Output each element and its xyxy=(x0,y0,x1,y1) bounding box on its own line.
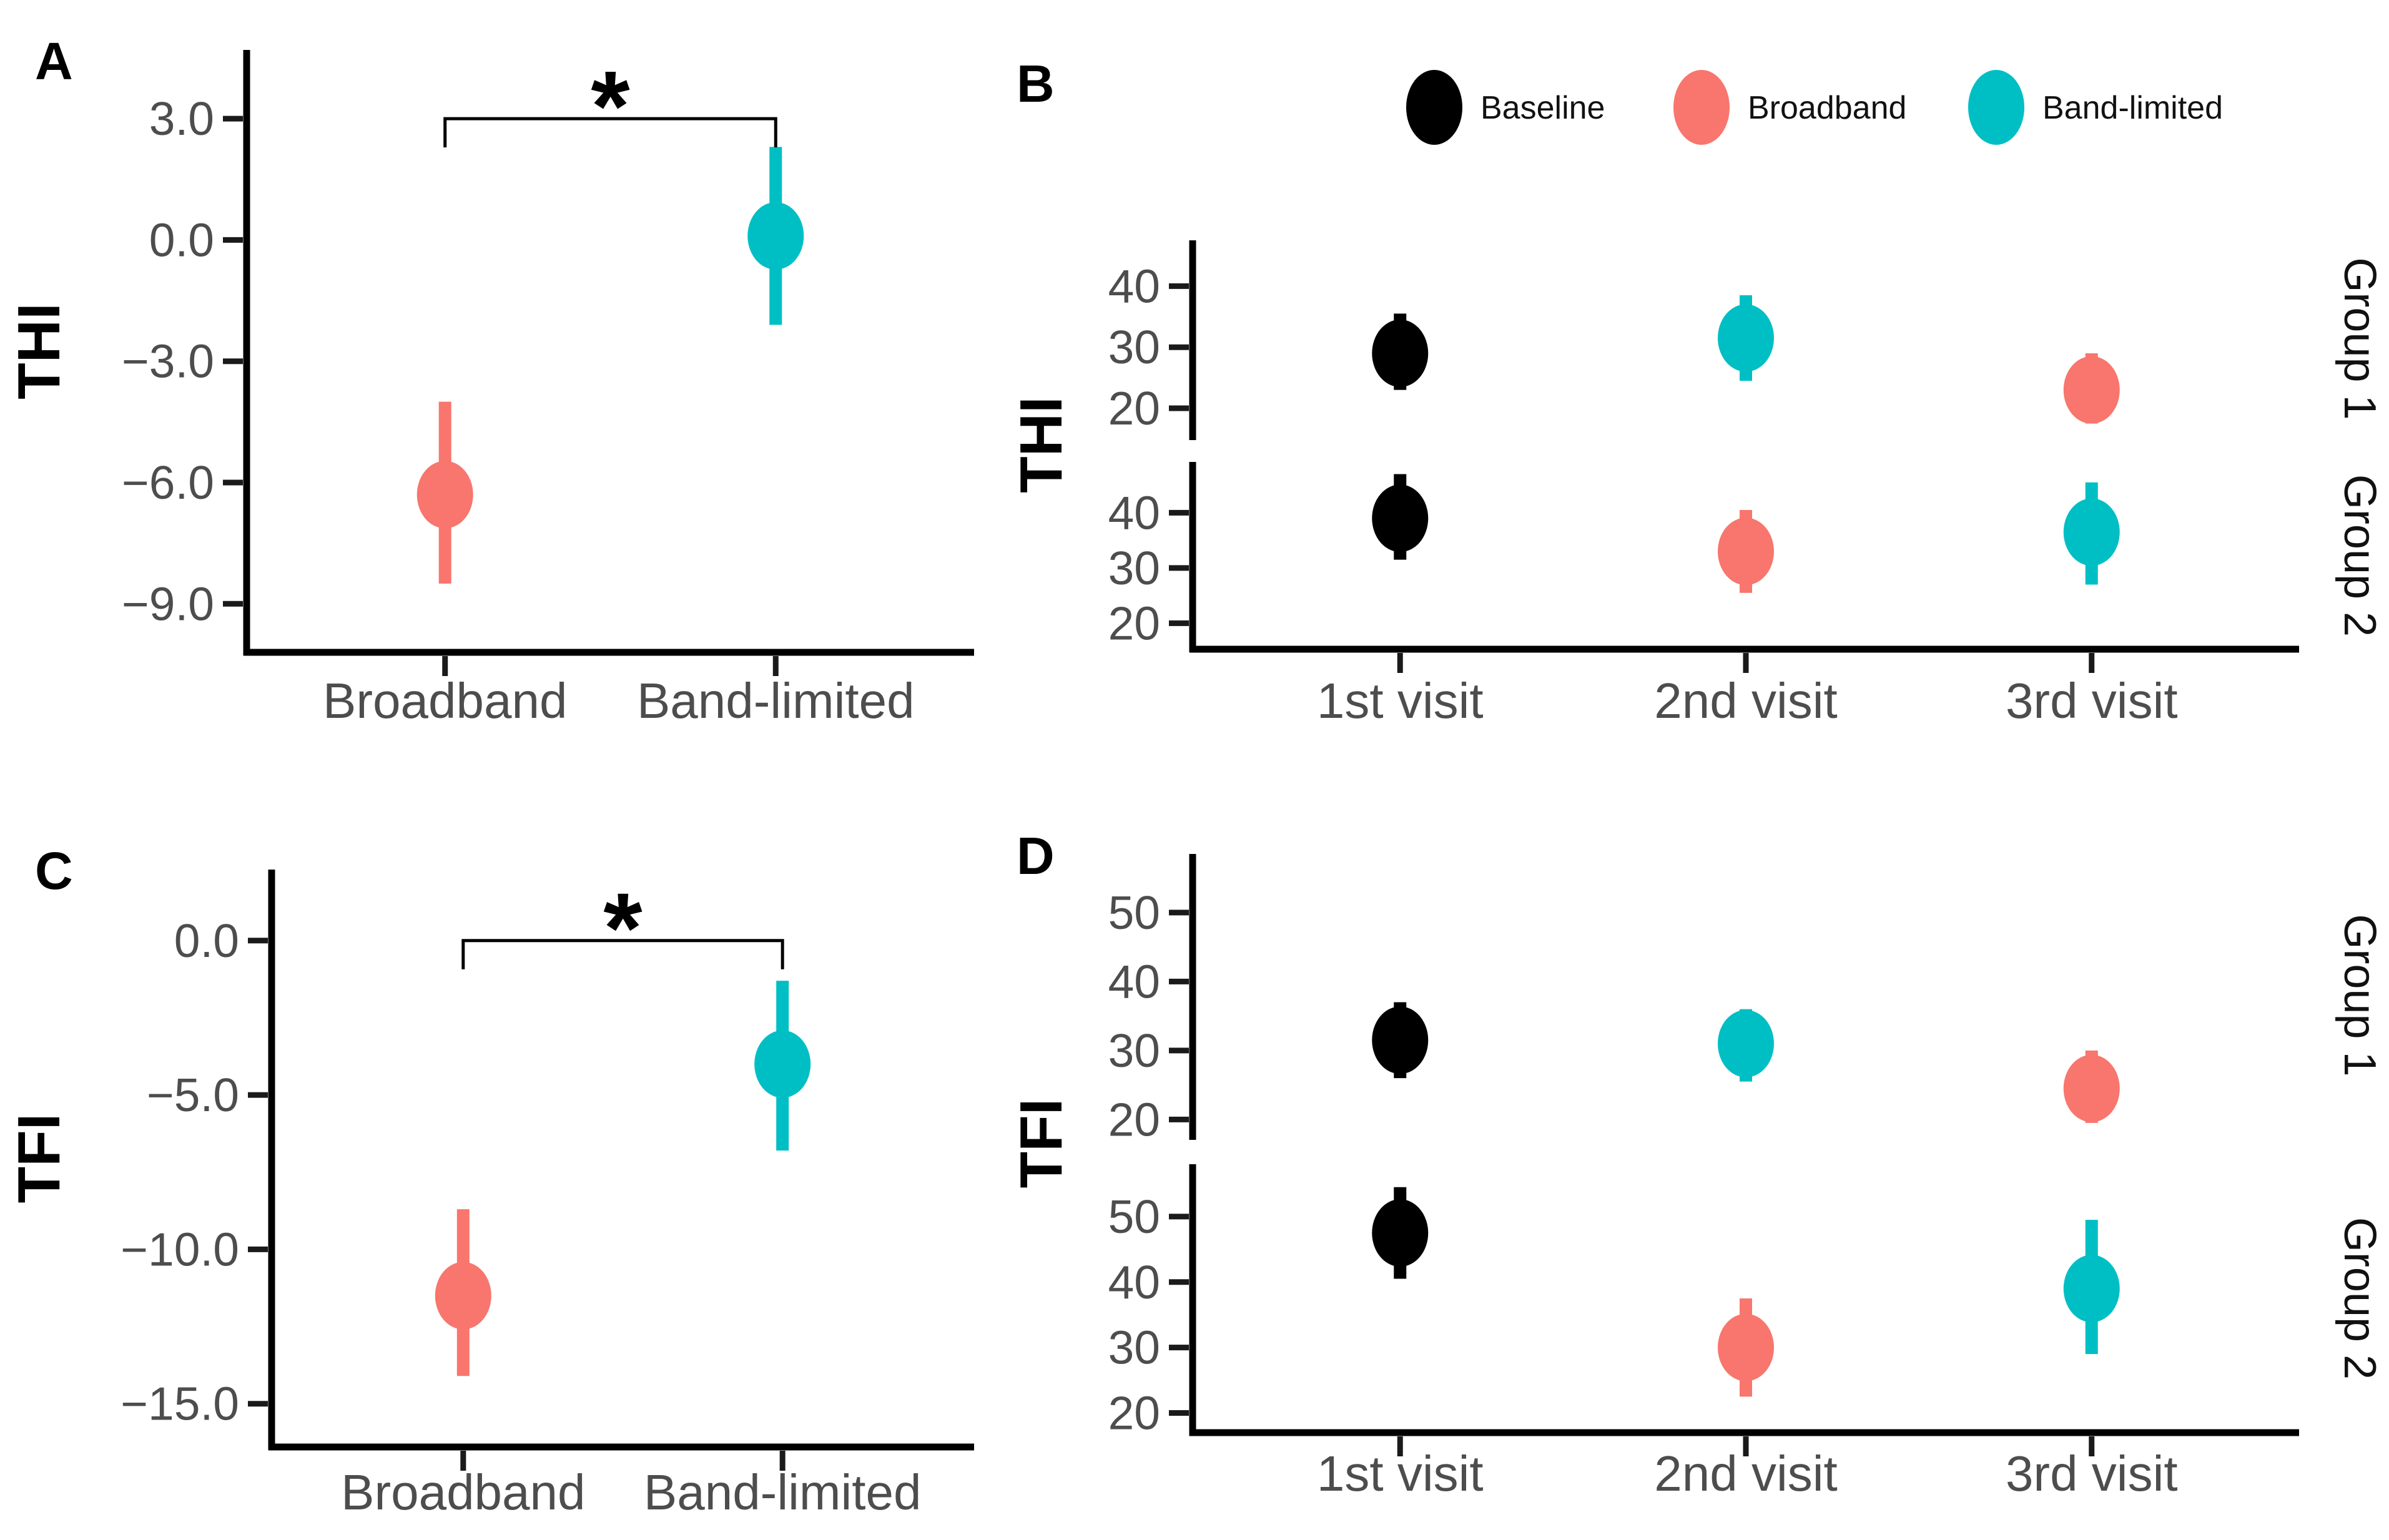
y-tick-label: 30 xyxy=(1108,542,1160,594)
x-category-label: 2nd visit xyxy=(1654,1446,1837,1501)
legend-item-broadband: Broadband xyxy=(1673,70,1906,145)
point-mean-dot xyxy=(1372,1199,1429,1267)
legend-item-band-limited: Band-limited xyxy=(1968,70,2223,145)
x-category-label: 3rd visit xyxy=(2006,673,2178,728)
y-tick-label: 20 xyxy=(1108,382,1160,434)
y-tick-label: 0.0 xyxy=(149,213,214,266)
point-mean-dot xyxy=(1718,304,1774,372)
point-mean-dot xyxy=(2063,1255,2120,1323)
legend-swatch-broadband xyxy=(1673,70,1730,145)
legend-label: Baseline xyxy=(1480,90,1605,126)
panel-d-letter: D xyxy=(1017,826,1055,885)
panel-c-letter: C xyxy=(35,841,73,900)
legend-label: Broadband xyxy=(1748,90,1906,126)
y-tick-label: 20 xyxy=(1108,1387,1160,1439)
y-tick-label: 3.0 xyxy=(149,92,214,145)
pointrange-baseline xyxy=(1372,474,1429,560)
y-tick-label: 50 xyxy=(1108,1190,1160,1243)
y-tick-label: −15.0 xyxy=(121,1378,239,1430)
y-tick-label: 40 xyxy=(1108,955,1160,1008)
legend-swatch-baseline xyxy=(1406,70,1462,145)
x-category-label: 2nd visit xyxy=(1654,673,1837,728)
y-tick-label: 30 xyxy=(1108,1024,1160,1077)
significance-asterisk: * xyxy=(591,50,630,162)
pointrange-baseline xyxy=(1372,1187,1429,1279)
y-tick-label: −6.0 xyxy=(122,456,214,509)
pointrange-broadband xyxy=(2063,1050,2120,1123)
point-mean-dot xyxy=(2063,1054,2120,1122)
y-tick-label: 40 xyxy=(1108,260,1160,312)
point-mean-dot xyxy=(1372,484,1429,552)
pointrange-band-limited xyxy=(2063,482,2120,585)
y-tick-label: −9.0 xyxy=(122,577,214,630)
panel-b-letter: B xyxy=(1017,54,1055,113)
facet-strip-label-group-1: Group 1 xyxy=(2335,257,2385,419)
point-mean-dot xyxy=(1372,319,1429,387)
point-mean-dot xyxy=(1718,1313,1774,1381)
significance-bracket xyxy=(461,939,784,969)
point-mean-dot xyxy=(1718,517,1774,586)
y-axis-title: TFI xyxy=(1008,1099,1075,1189)
x-category-label: 1st visit xyxy=(1317,1446,1484,1501)
y-tick-label: 40 xyxy=(1108,486,1160,539)
y-tick-label: −5.0 xyxy=(147,1069,239,1121)
pointrange-band-limited xyxy=(754,981,811,1151)
point-mean-dot xyxy=(1718,1009,1774,1077)
legend-label: Band-limited xyxy=(2042,90,2223,126)
x-category-label: Band-limited xyxy=(637,673,915,728)
x-category-label: Band-limited xyxy=(644,1464,922,1520)
y-tick-label: 0.0 xyxy=(174,915,239,967)
pointrange-band-limited xyxy=(1718,1009,1774,1082)
point-mean-dot xyxy=(747,202,804,270)
pointrange-broadband xyxy=(416,401,473,584)
point-mean-dot xyxy=(2063,356,2120,424)
y-tick-label: 50 xyxy=(1108,886,1160,939)
x-category-label: 3rd visit xyxy=(2006,1446,2178,1501)
point-mean-dot xyxy=(435,1262,491,1330)
x-category-label: 1st visit xyxy=(1317,673,1484,728)
y-tick-label: 30 xyxy=(1108,1322,1160,1374)
x-category-label: Broadband xyxy=(323,673,567,728)
legend-item-baseline: Baseline xyxy=(1406,70,1605,145)
y-tick-label: 20 xyxy=(1108,1093,1160,1145)
point-mean-dot xyxy=(416,461,473,529)
point-mean-dot xyxy=(2063,498,2120,566)
pointrange-band-limited xyxy=(1718,295,1774,381)
pointrange-broadband xyxy=(2063,353,2120,424)
legend: Baseline Broadband Band-limited xyxy=(1406,70,2223,145)
point-mean-dot xyxy=(1372,1006,1429,1074)
facet-strip-label-group-2: Group 2 xyxy=(2335,474,2385,637)
y-axis-title: TFI xyxy=(6,1114,72,1204)
pointrange-baseline xyxy=(1372,1002,1429,1079)
pointrange-band-limited xyxy=(2063,1220,2120,1355)
pointrange-band-limited xyxy=(747,147,804,325)
y-tick-label: 40 xyxy=(1108,1256,1160,1308)
facet-strip-label-group-2: Group 2 xyxy=(2335,1217,2385,1380)
pointrange-broadband xyxy=(435,1209,491,1376)
significance-bracket xyxy=(443,117,777,148)
x-category-label: Broadband xyxy=(341,1464,585,1520)
pointrange-broadband xyxy=(1718,509,1774,593)
y-tick-label: −3.0 xyxy=(122,335,214,388)
pointrange-broadband xyxy=(1718,1298,1774,1397)
pointrange-baseline xyxy=(1372,313,1429,390)
point-mean-dot xyxy=(754,1030,811,1098)
panel-a-letter: A xyxy=(35,32,73,91)
significance-asterisk: * xyxy=(603,872,643,984)
y-tick-label: −10.0 xyxy=(121,1223,239,1275)
legend-swatch-band-limited xyxy=(1968,70,2024,145)
y-tick-label: 30 xyxy=(1108,321,1160,373)
facet-strip-label-group-1: Group 1 xyxy=(2335,914,2385,1076)
y-tick-label: 20 xyxy=(1108,597,1160,649)
y-axis-title: THI xyxy=(6,303,72,400)
y-axis-title: THI xyxy=(1008,396,1075,493)
